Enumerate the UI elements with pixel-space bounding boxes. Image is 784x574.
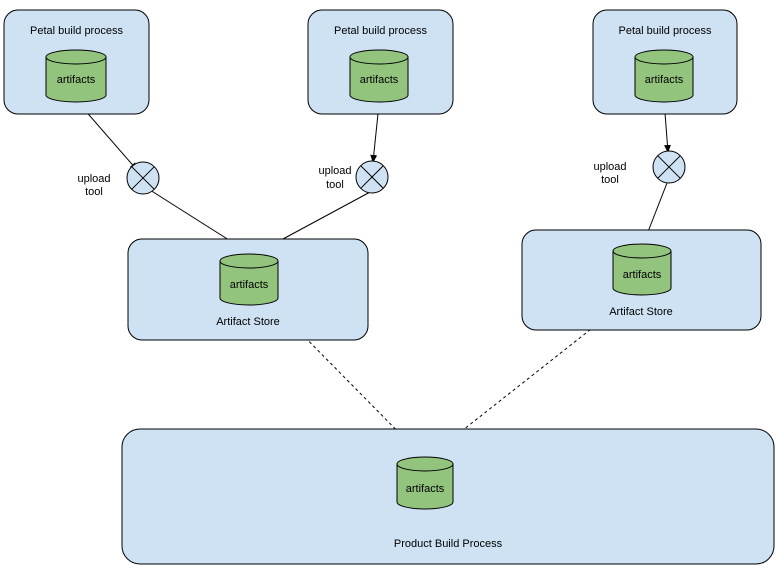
database-label: artifacts — [57, 74, 96, 86]
upload-tool-label-line1: upload — [593, 161, 626, 173]
upload-tool-label-line2: tool — [601, 174, 619, 186]
product-build-process: artifacts Product Build Process — [121, 428, 775, 565]
petal-title: Petal build process — [334, 25, 427, 37]
product-build-title: Product Build Process — [394, 538, 503, 550]
database-icon — [634, 49, 694, 103]
upload-tool-label-line1: upload — [77, 173, 110, 185]
artifact-store-title: Artifact Store — [216, 316, 280, 328]
upload-tool-2: upload tool — [318, 160, 389, 194]
upload-tool-3: upload tool — [593, 150, 686, 186]
database-label: artifacts — [645, 74, 684, 86]
petal-title: Petal build process — [619, 25, 712, 37]
database-icon — [396, 456, 454, 510]
database-icon — [612, 243, 672, 296]
database-icon — [349, 49, 409, 103]
petal-build-process-2: Petal build process artifacts — [307, 9, 454, 115]
petal-build-process-3: Petal build process artifacts — [592, 9, 738, 115]
database-icon — [219, 253, 279, 306]
upload-tool-1: upload tool — [77, 161, 160, 198]
upload-tool-label-line2: tool — [85, 186, 103, 198]
database-label: artifacts — [406, 483, 445, 495]
database-label: artifacts — [360, 74, 399, 86]
database-icon — [45, 49, 107, 103]
artifact-store-1: artifacts Artifact Store — [127, 238, 369, 341]
database-label: artifacts — [230, 279, 269, 291]
upload-tool-label-line2: tool — [326, 179, 344, 191]
petal-title: Petal build process — [30, 25, 123, 37]
upload-tool-label-line1: upload — [318, 165, 351, 177]
petal-build-process-1: Petal build process artifacts — [3, 9, 150, 115]
artifact-store-2: artifacts Artifact Store — [521, 229, 762, 331]
artifact-store-title: Artifact Store — [609, 306, 673, 318]
database-label: artifacts — [623, 269, 662, 281]
